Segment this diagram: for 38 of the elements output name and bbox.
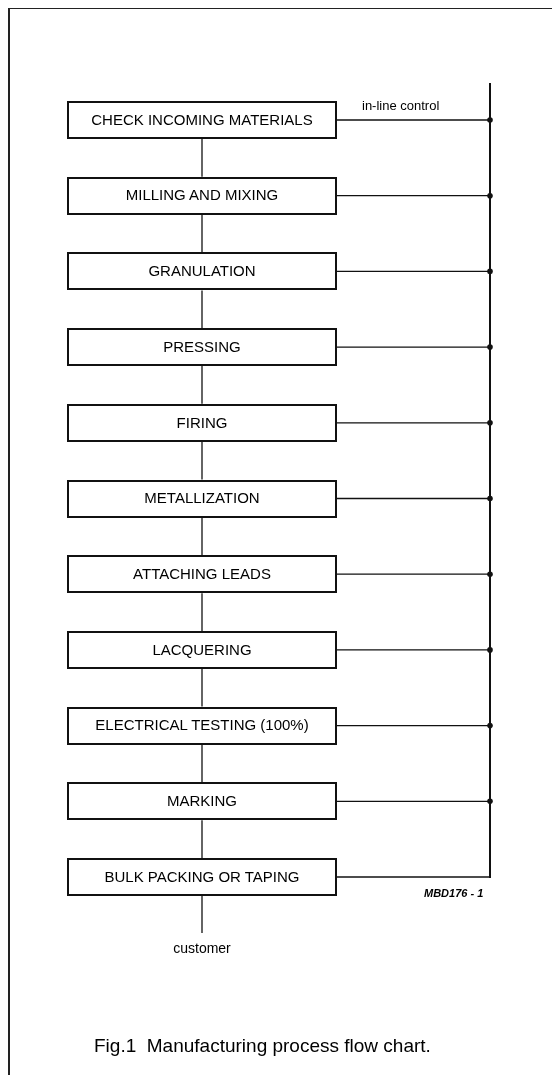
connector-line — [336, 798, 493, 805]
connector-line — [201, 895, 203, 934]
end-text: customer — [154, 939, 250, 957]
process-box: PRESSING — [67, 328, 337, 367]
process-box: MARKING — [67, 782, 337, 821]
connector-line — [201, 516, 203, 556]
process-box: LACQUERING — [67, 630, 337, 669]
connector-line — [336, 722, 493, 729]
connector-line — [201, 365, 203, 405]
process-box: GRANULATION — [67, 252, 337, 291]
figure-code: MBD176 - 1 — [424, 886, 484, 901]
connector-line — [201, 819, 203, 859]
connector-line — [201, 289, 203, 329]
connector-line — [336, 876, 490, 878]
process-box: MILLING AND MIXING — [67, 176, 337, 215]
connector-line — [201, 441, 203, 481]
connector-line — [336, 571, 493, 577]
connector-line — [336, 192, 493, 199]
figure-caption: Fig.1 Manufacturing process flow chart. — [94, 1034, 431, 1058]
bus-label: in-line control — [362, 97, 440, 115]
connector-line — [336, 344, 493, 350]
process-box: CHECK INCOMING MATERIALS — [67, 101, 337, 139]
process-box: ATTACHING LEADS — [67, 555, 337, 594]
connector-line — [201, 592, 203, 632]
process-box: METALLIZATION — [67, 479, 337, 518]
process-box: ELECTRICAL TESTING (100%) — [67, 706, 337, 745]
connector-line — [201, 743, 203, 783]
connector-line — [201, 214, 203, 254]
control-bus-line — [489, 83, 491, 878]
connector-line — [336, 268, 493, 275]
connector-line — [336, 647, 493, 653]
connector-line — [201, 138, 203, 178]
process-box: BULK PACKING OR TAPING — [67, 858, 337, 896]
connector-line — [336, 495, 493, 502]
connector-line — [336, 420, 493, 426]
process-box: FIRING — [67, 403, 337, 442]
connector-line — [336, 117, 493, 123]
connector-line — [201, 668, 203, 708]
